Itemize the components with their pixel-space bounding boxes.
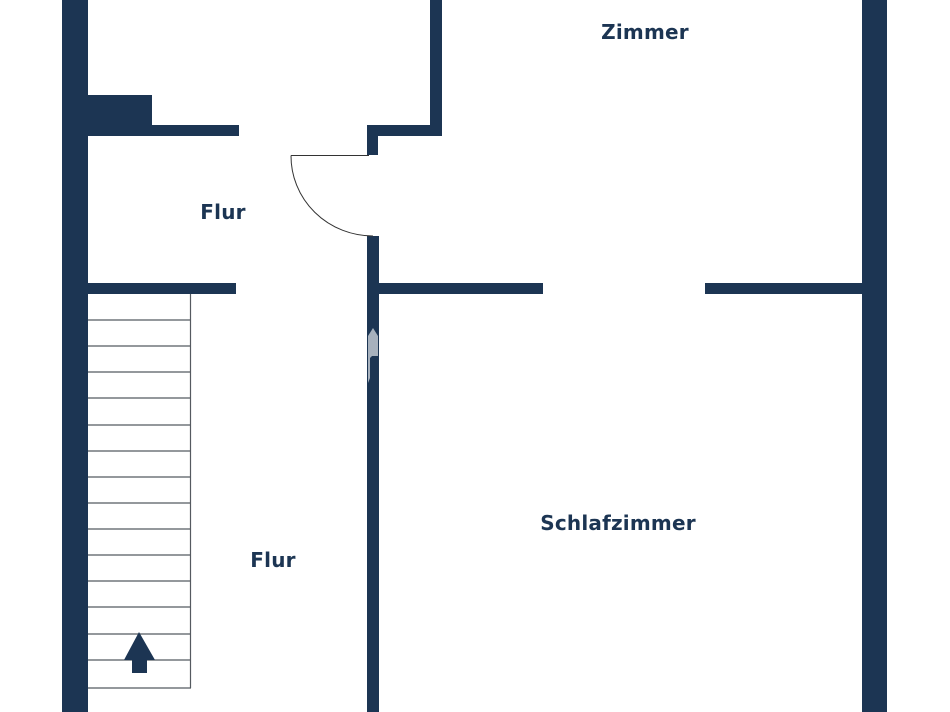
wall-flur-divider [88, 283, 236, 294]
room-label-flur-lower: Flur [250, 548, 296, 572]
staircase [88, 294, 192, 689]
room-label-flur-upper: Flur [200, 200, 246, 224]
wall-upper-left [152, 125, 239, 136]
wall-top-horizontal [367, 125, 442, 136]
room-label-zimmer: Zimmer [601, 20, 689, 44]
wall-zimmer-right [705, 283, 862, 294]
outer-wall-left [62, 0, 88, 712]
wall-marker-icon [368, 328, 378, 383]
door-swing-icon [290, 155, 374, 237]
outer-wall-right [862, 0, 887, 712]
wall-door-stub [367, 136, 378, 155]
room-label-schlafzimmer: Schlafzimmer [540, 511, 696, 535]
wall-top-vertical [430, 0, 442, 136]
arrow-up-icon [124, 632, 155, 673]
wall-zimmer-left [379, 283, 543, 294]
chimney-block [88, 95, 152, 136]
